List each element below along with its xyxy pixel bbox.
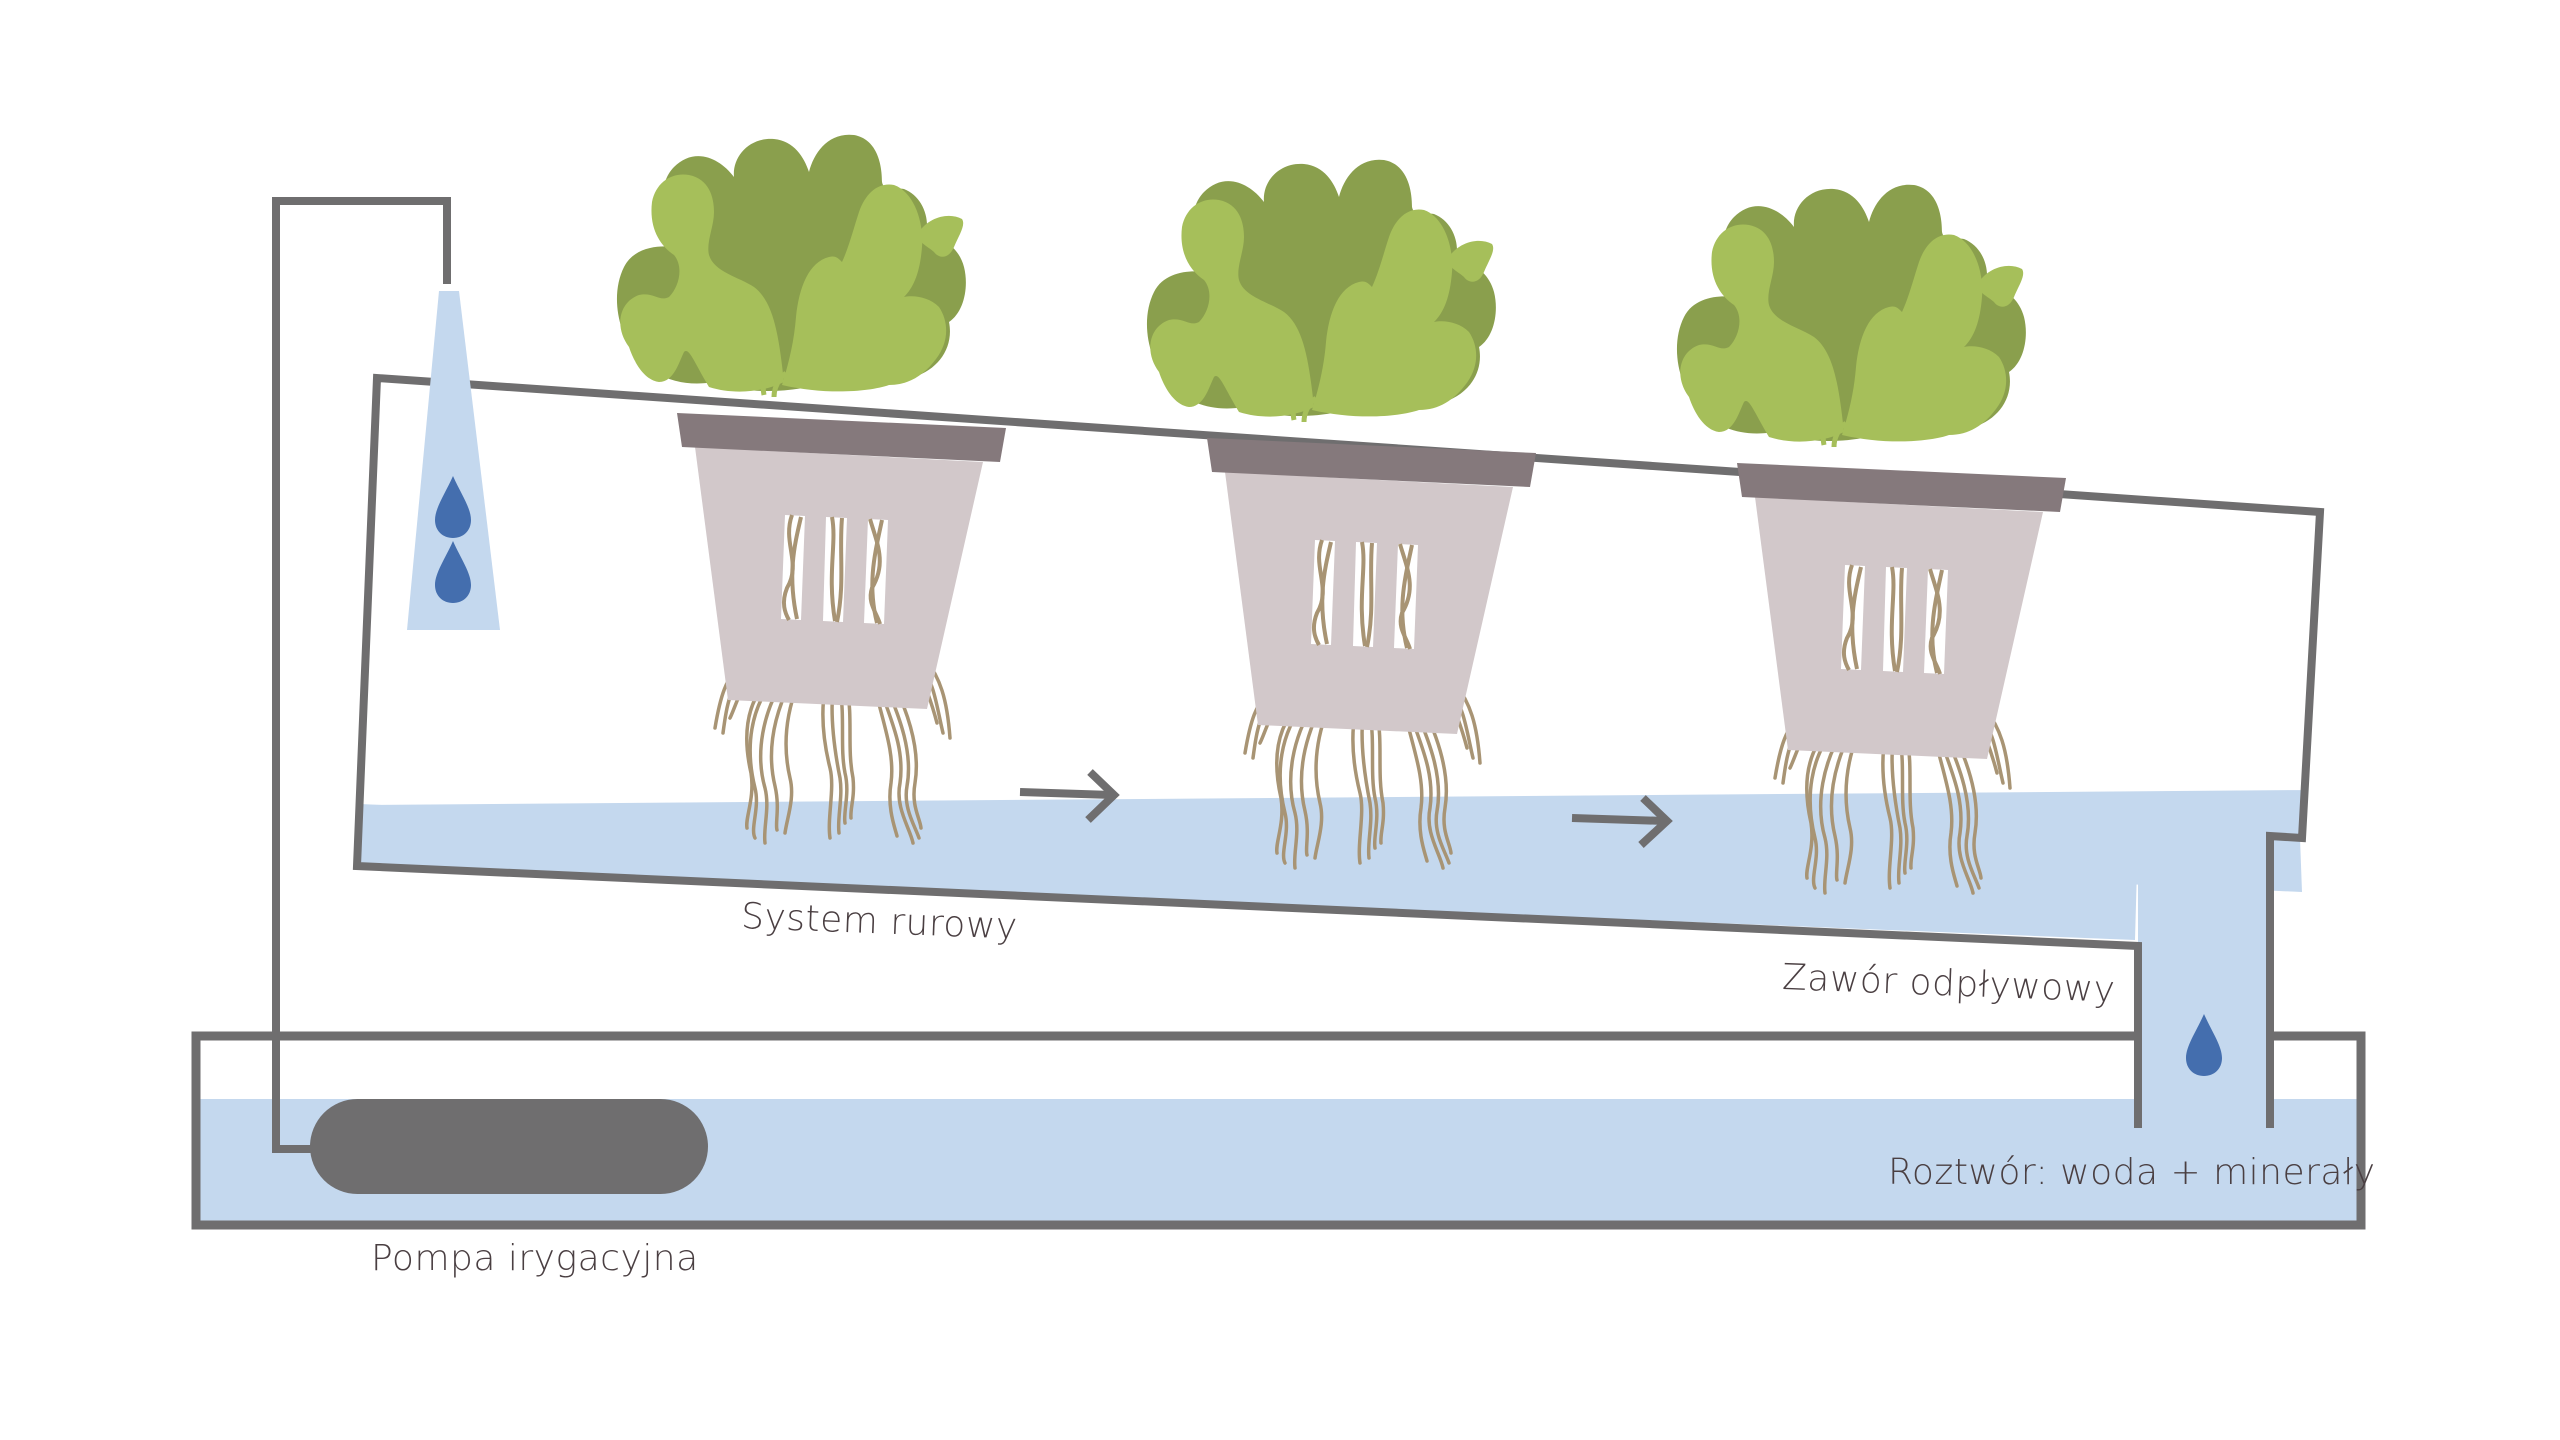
channel-water — [360, 790, 2303, 1128]
flow-arrow-icon — [1571, 795, 1673, 848]
flow-arrow-icon — [1019, 769, 1120, 823]
pump-label: Pompa irygacyjna — [371, 1238, 699, 1279]
lettuce-plant-1 — [617, 135, 1006, 843]
reservoir — [191, 1031, 2366, 1230]
spray-nozzle — [407, 291, 500, 630]
solution-label: Roztwór: woda + minerały — [1888, 1152, 2376, 1193]
lettuce-plant-3 — [1677, 185, 2066, 893]
irrigation-pipe — [272, 197, 451, 1153]
lettuce-plant-2 — [1147, 160, 1536, 868]
channel-water-main — [357, 804, 2302, 892]
pump-icon — [310, 1099, 708, 1194]
drain-water — [2138, 832, 2270, 1132]
